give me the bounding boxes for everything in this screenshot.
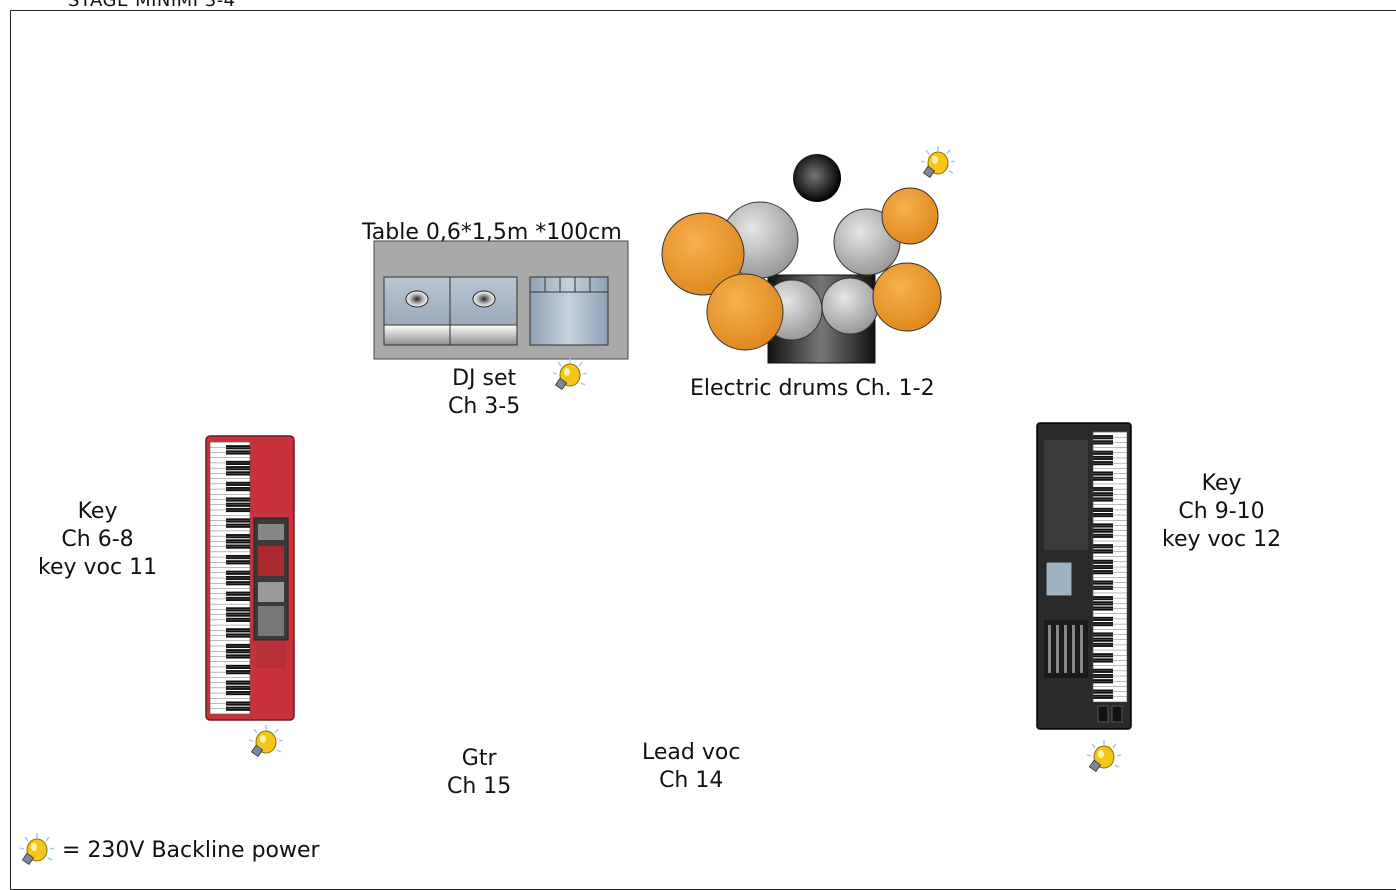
lightbulb-icon bbox=[1086, 739, 1122, 773]
drum-orange-pad bbox=[881, 187, 939, 245]
page-title: STAGE MINIMI 3-4 bbox=[68, 0, 236, 11]
key-left-line3: key voc 11 bbox=[38, 555, 158, 580]
drums-label: Electric drums Ch. 1-2 bbox=[690, 376, 935, 401]
dj-deck-left bbox=[383, 276, 451, 346]
lightbulb-icon bbox=[248, 724, 284, 758]
drum-orange-pad bbox=[706, 273, 784, 351]
guitar-line1: Gtr bbox=[461, 746, 497, 771]
dj-table bbox=[373, 240, 629, 360]
dj-deck-right bbox=[449, 276, 518, 346]
guitar-line2: Ch 15 bbox=[447, 774, 512, 799]
drum-orange-pad bbox=[661, 212, 745, 296]
lead-voc-line2: Ch 14 bbox=[659, 768, 724, 793]
guitar-label: Gtr Ch 15 bbox=[447, 745, 511, 801]
lead-voc-line1: Lead voc bbox=[642, 740, 741, 765]
lightbulb-icon bbox=[920, 145, 956, 179]
dj-label-line2: Ch 3-5 bbox=[448, 394, 521, 419]
lead-voc-label: Lead voc Ch 14 bbox=[642, 739, 740, 795]
keyboard-right bbox=[1036, 422, 1132, 730]
lightbulb-icon bbox=[552, 357, 588, 391]
drum-orange-pad bbox=[872, 262, 942, 332]
key-right-line3: key voc 12 bbox=[1162, 527, 1282, 552]
drum-black-cymbal bbox=[793, 154, 841, 202]
legend-text: = 230V Backline power bbox=[62, 838, 320, 863]
keyboard-left bbox=[205, 435, 295, 721]
key-right-line2: Ch 9-10 bbox=[1178, 499, 1265, 524]
key-left-label: Key Ch 6-8 key voc 11 bbox=[38, 498, 157, 582]
key-left-line1: Key bbox=[77, 499, 118, 524]
table-label: Table 0,6*1,5m *100cm bbox=[362, 220, 622, 245]
dj-label: DJ set Ch 3-5 bbox=[448, 365, 520, 421]
key-right-line1: Key bbox=[1201, 471, 1242, 496]
lightbulb-icon bbox=[19, 832, 55, 866]
dj-label-line1: DJ set bbox=[452, 366, 517, 391]
dj-mixer bbox=[529, 276, 609, 346]
keyboard-right-keys bbox=[1093, 431, 1127, 699]
key-right-label: Key Ch 9-10 key voc 12 bbox=[1162, 470, 1281, 554]
drum-kit bbox=[661, 154, 942, 364]
keyboard-left-keys bbox=[210, 441, 250, 711]
key-left-line2: Ch 6-8 bbox=[61, 527, 134, 552]
